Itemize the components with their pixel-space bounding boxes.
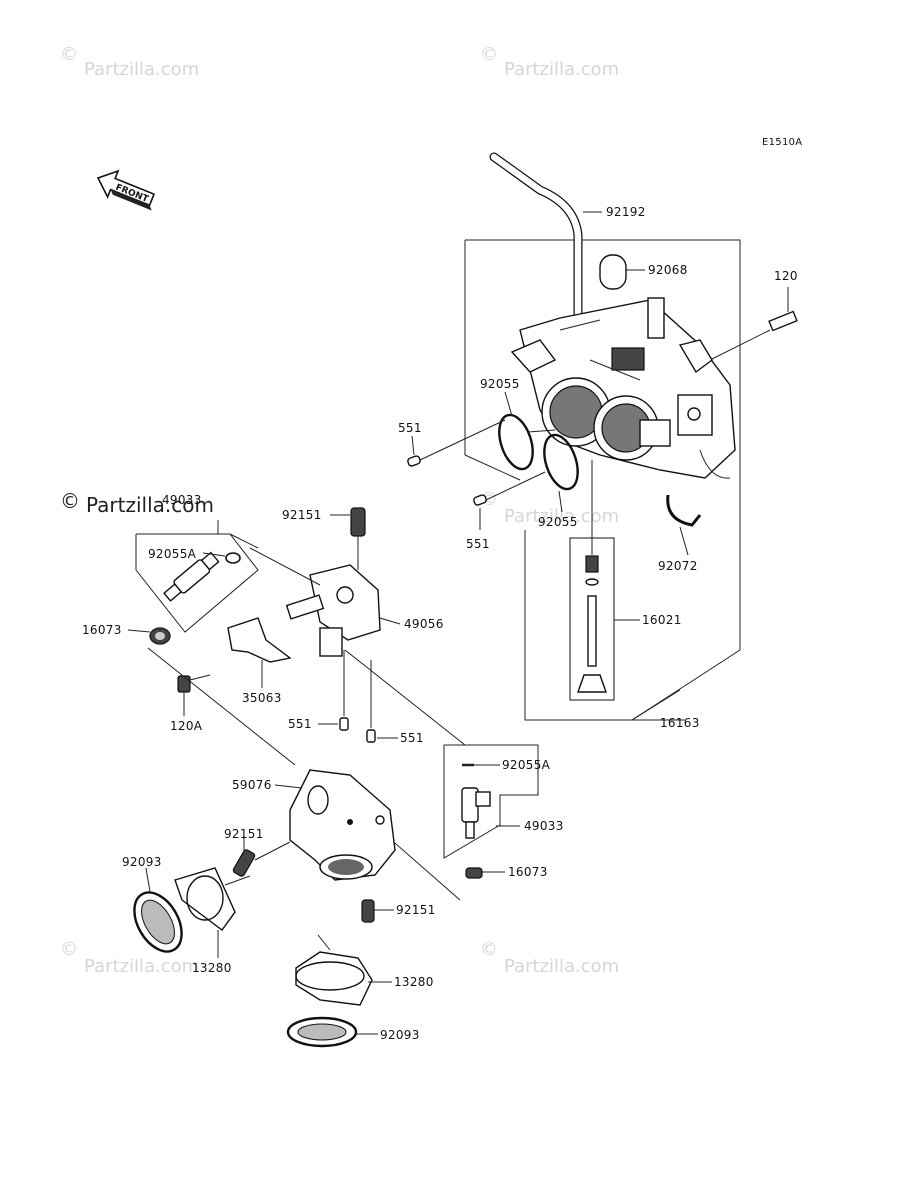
fuel-injector-icon: [461, 787, 491, 839]
callout-551-mid: 551: [466, 537, 490, 551]
callout-92055A-top: 92055A: [148, 547, 197, 561]
fuel-delivery-group: [127, 507, 466, 766]
watermark-text: Partzilla.com: [84, 59, 199, 80]
callout-16073-left: 16073: [82, 623, 122, 637]
callout-16073-right: 16073: [508, 865, 548, 879]
watermark-copyright: ©: [480, 489, 498, 510]
callout-16021: 16021: [642, 613, 682, 627]
front-arrow-icon: FRONT: [96, 169, 156, 211]
callout-92093-bottom: 92093: [380, 1028, 420, 1042]
callout-16163: 16163: [660, 716, 700, 730]
callout-92055A-right: 92055A: [502, 758, 551, 772]
watermark-copyright: ©: [480, 939, 498, 960]
watermark-text: Partzilla.com: [504, 59, 619, 80]
watermark-copyright: ©: [480, 44, 498, 65]
callout-59076: 59076: [232, 778, 272, 792]
watermark-text: Partzilla.com: [504, 506, 619, 527]
watermark-text: Partzilla.com: [504, 956, 619, 977]
watermarks: © Partzilla.com © Partzilla.com © Partzi…: [60, 44, 619, 977]
screw-120-icon: [705, 287, 798, 363]
callout-551-low-right: 551: [400, 731, 424, 745]
watermark-text: Partzilla.com: [84, 956, 199, 977]
callout-35063: 35063: [242, 691, 282, 705]
throttle-body-assembly: [407, 152, 798, 721]
callout-551-left: 551: [398, 421, 422, 435]
idle-adjuster-icon: [569, 460, 640, 701]
diagram-code: E1510A: [762, 137, 802, 148]
watermark-copyright-dark: ©: [60, 489, 80, 513]
callout-92072: 92072: [658, 559, 698, 573]
watermark-copyright: ©: [60, 44, 78, 65]
callout-92068: 92068: [648, 263, 688, 277]
delivery-pipe-icon: [285, 564, 401, 657]
throttle-body-icon: [510, 297, 736, 479]
callout-49033-right: 49033: [524, 819, 564, 833]
watermark-copyright: ©: [60, 939, 78, 960]
callout-49033-top: 49033: [162, 493, 202, 507]
callout-labels: 92192 92068 120 92055 551 551 92055 9207…: [82, 205, 798, 1042]
injector-right-group: [379, 744, 539, 901]
callout-92055-bottom: 92055: [538, 515, 578, 529]
callout-49056: 49056: [404, 617, 444, 631]
callout-92192: 92192: [606, 205, 646, 219]
fuel-injector-icon: [163, 551, 220, 602]
callout-120: 120: [774, 269, 798, 283]
throttle-holder-icon: [274, 769, 396, 881]
holder-group: [133, 769, 396, 1048]
watermark-text-dark: Partzilla.com: [86, 493, 214, 517]
callout-92055-top: 92055: [480, 377, 520, 391]
callout-92151-top: 92151: [282, 508, 322, 522]
callout-551-low-left: 551: [288, 717, 312, 731]
callout-13280-right: 13280: [394, 975, 434, 989]
callout-92151-low: 92151: [396, 903, 436, 917]
callout-120A: 120A: [170, 719, 203, 733]
callout-92151-mid: 92151: [224, 827, 264, 841]
callout-92093-left: 92093: [122, 855, 162, 869]
callout-13280-left: 13280: [192, 961, 232, 975]
